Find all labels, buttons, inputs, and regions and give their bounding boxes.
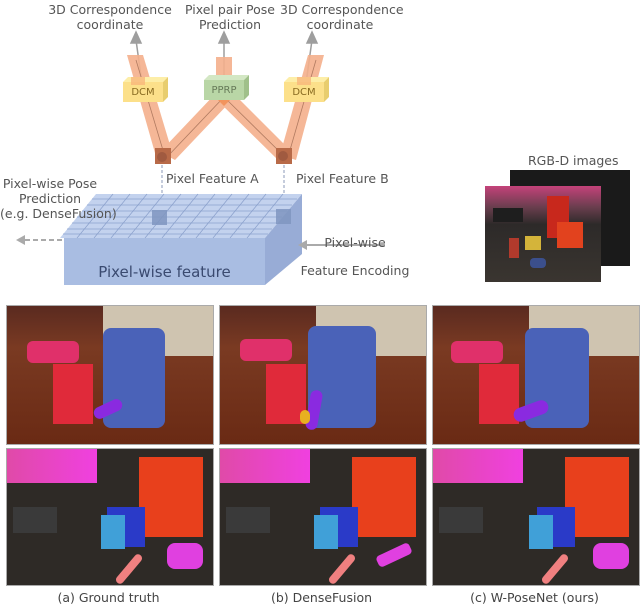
- result-image-row2-ground-truth: [6, 448, 214, 586]
- w-network-shape: [16, 30, 385, 285]
- caption-wposenet: (c) W-PoseNet (ours): [470, 590, 599, 605]
- label-line: Feature Encoding: [300, 263, 410, 278]
- pixel-feature-a-label: Pixel Feature A: [166, 171, 259, 186]
- architecture-diagram: 3D Correspondence coordinate Pixel pair …: [0, 0, 640, 300]
- result-image-row1-ground-truth: [6, 305, 214, 445]
- dcm-right-label: DCM: [292, 87, 316, 98]
- label-line: 3D Correspondence: [48, 2, 172, 17]
- label-line: Pixel pair Pose: [184, 2, 275, 17]
- label-line: 3D Correspondence: [280, 2, 404, 17]
- pixel-feature-b-label: Pixel Feature B: [296, 171, 389, 186]
- label-3d-correspondence-right: 3D Correspondence coordinate: [280, 2, 404, 32]
- rgbd-images-label: RGB-D images: [528, 153, 619, 168]
- result-image-row2-densefusion: [219, 448, 427, 586]
- label-line: Prediction: [18, 191, 82, 206]
- dcm-left-label: DCM: [131, 87, 155, 98]
- label-line: Prediction: [198, 17, 262, 32]
- feature-encoding-label: Pixel-wise Feature Encoding: [295, 229, 415, 285]
- dcm-module-left: [123, 77, 168, 102]
- rgb-image: [485, 186, 601, 282]
- pprp-label: PPRP: [211, 85, 237, 96]
- caption-densefusion: (b) DenseFusion: [270, 590, 373, 605]
- label-pixel-pair-pose: Pixel pair Pose Prediction: [180, 2, 280, 32]
- label-line: Pixel-wise Pose: [2, 176, 98, 191]
- feature-map-slab: [60, 193, 302, 285]
- pprp-module: [204, 75, 249, 106]
- result-image-row2-wposenet: [432, 448, 640, 586]
- label-3d-correspondence-left: 3D Correspondence coordinate: [30, 2, 190, 32]
- caption-ground-truth: (a) Ground truth: [57, 590, 160, 605]
- result-image-row1-wposenet: [432, 305, 640, 445]
- feature-map-label: Pixel-wise feature: [98, 263, 231, 281]
- result-image-row1-densefusion: [219, 305, 427, 445]
- result-grid: (a) Ground truth (b) DenseFusion (c) W-P…: [0, 300, 640, 610]
- label-line: coordinate: [76, 17, 144, 32]
- dcm-module-right: [284, 77, 329, 102]
- label-line: coordinate: [306, 17, 374, 32]
- label-line: Pixel-wise: [324, 235, 386, 250]
- pixel-wise-pose-label: Pixel-wise Pose Prediction (e.g. DenseFu…: [0, 176, 117, 221]
- label-line: (e.g. DenseFusion): [0, 206, 117, 221]
